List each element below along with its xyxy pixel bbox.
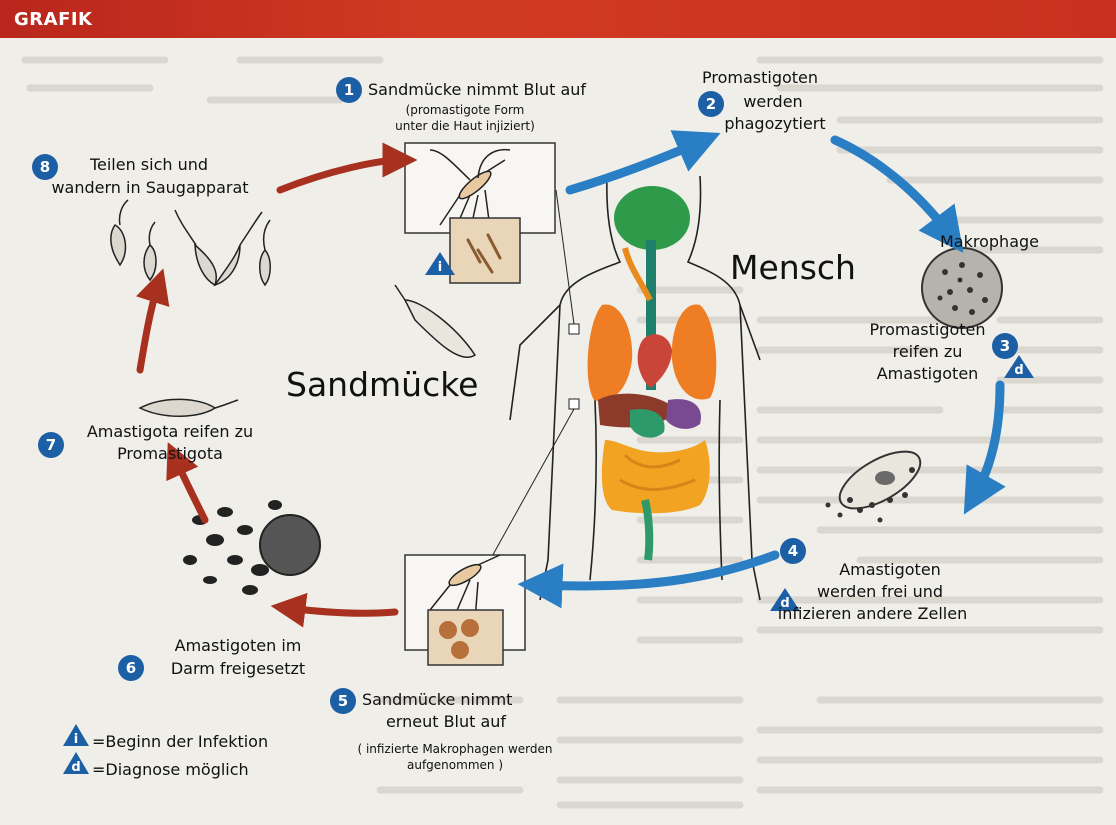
label-sandmuecke: Sandmücke bbox=[286, 365, 478, 404]
arrow-5-to-6 bbox=[288, 608, 395, 613]
step-3-line3: Amastigoten bbox=[865, 364, 990, 384]
step-5-sub2: aufgenommen ) bbox=[330, 758, 580, 773]
arrow-7-to-8 bbox=[140, 285, 158, 370]
legend-diagnosis-text: =Diagnose möglich bbox=[92, 760, 249, 779]
step-3-line1: Promastigoten bbox=[865, 320, 990, 340]
step-4-line3: infizieren andere Zellen bbox=[760, 604, 985, 624]
amastigote-release-icon bbox=[826, 440, 929, 522]
step-6-line2: Darm freigesetzt bbox=[148, 659, 328, 679]
step-7-number: 7 bbox=[38, 432, 64, 458]
step-7-line1: Amastigota reifen zu bbox=[70, 422, 270, 442]
bite-site-upper bbox=[569, 324, 579, 334]
step-8-line1: Teilen sich und bbox=[64, 155, 234, 175]
step-1-title: Sandmücke nimmt Blut auf bbox=[368, 80, 586, 100]
legend-infection-letter: i bbox=[68, 730, 84, 750]
arrow-8-to-1 bbox=[280, 160, 400, 190]
step-2-line2: werden bbox=[728, 92, 818, 112]
diagnosis-marker-letter-3: d bbox=[1011, 361, 1027, 381]
arrow-6-to-7 bbox=[175, 458, 205, 520]
intestines bbox=[602, 440, 710, 513]
step-4-line2: werden frei und bbox=[780, 582, 980, 602]
legend-infection-text: =Beginn der Infektion bbox=[92, 732, 268, 751]
step-4-line1: Amastigoten bbox=[800, 560, 980, 580]
spleen bbox=[666, 399, 701, 429]
step-6-line1: Amastigoten im bbox=[148, 636, 328, 656]
promastigote-cell-icon bbox=[395, 285, 475, 357]
step-8-number: 8 bbox=[32, 154, 58, 180]
arrow-3-to-4 bbox=[975, 385, 1000, 495]
lung-right bbox=[672, 304, 717, 399]
step-5-number: 5 bbox=[330, 688, 356, 714]
heart bbox=[638, 334, 672, 388]
step-5-sub1: ( infizierte Makrophagen werden bbox=[330, 742, 580, 757]
promastigota-cell-icon bbox=[140, 399, 238, 416]
lung-left bbox=[588, 304, 633, 401]
step-2-line3: phagozytiert bbox=[720, 114, 830, 134]
step-8-line2: wandern in Saugapparat bbox=[30, 178, 270, 198]
step-3-cell-label: Makrophage bbox=[940, 232, 1075, 252]
arrow-4-to-5 bbox=[540, 555, 775, 586]
arrow-2-to-3 bbox=[835, 140, 950, 235]
arrow-1-to-2 bbox=[570, 142, 700, 190]
legend-diagnosis-letter: d bbox=[68, 758, 84, 778]
infection-marker-letter-1: i bbox=[432, 258, 448, 278]
step-5-line1: Sandmücke nimmt bbox=[362, 690, 512, 710]
step-1-number: 1 bbox=[336, 77, 362, 103]
step-6-number: 6 bbox=[118, 655, 144, 681]
macrophage-icon bbox=[922, 248, 1002, 328]
step-7-line2: Promastigota bbox=[70, 444, 270, 464]
step-3-line2: reifen zu bbox=[865, 342, 990, 362]
label-mensch: Mensch bbox=[730, 248, 856, 287]
step-5-line2: erneut Blut auf bbox=[376, 712, 516, 732]
step-1-sub1: (promastigote Form bbox=[360, 103, 570, 118]
inset-skin-1 bbox=[450, 218, 520, 283]
step-1-sub2: unter die Haut injiziert) bbox=[360, 119, 570, 134]
step-3-number: 3 bbox=[992, 333, 1018, 359]
step-2-line1: Promastigoten bbox=[695, 68, 825, 88]
dividing-promastigotes-icon bbox=[111, 200, 270, 285]
bite-site-lower bbox=[569, 399, 579, 409]
